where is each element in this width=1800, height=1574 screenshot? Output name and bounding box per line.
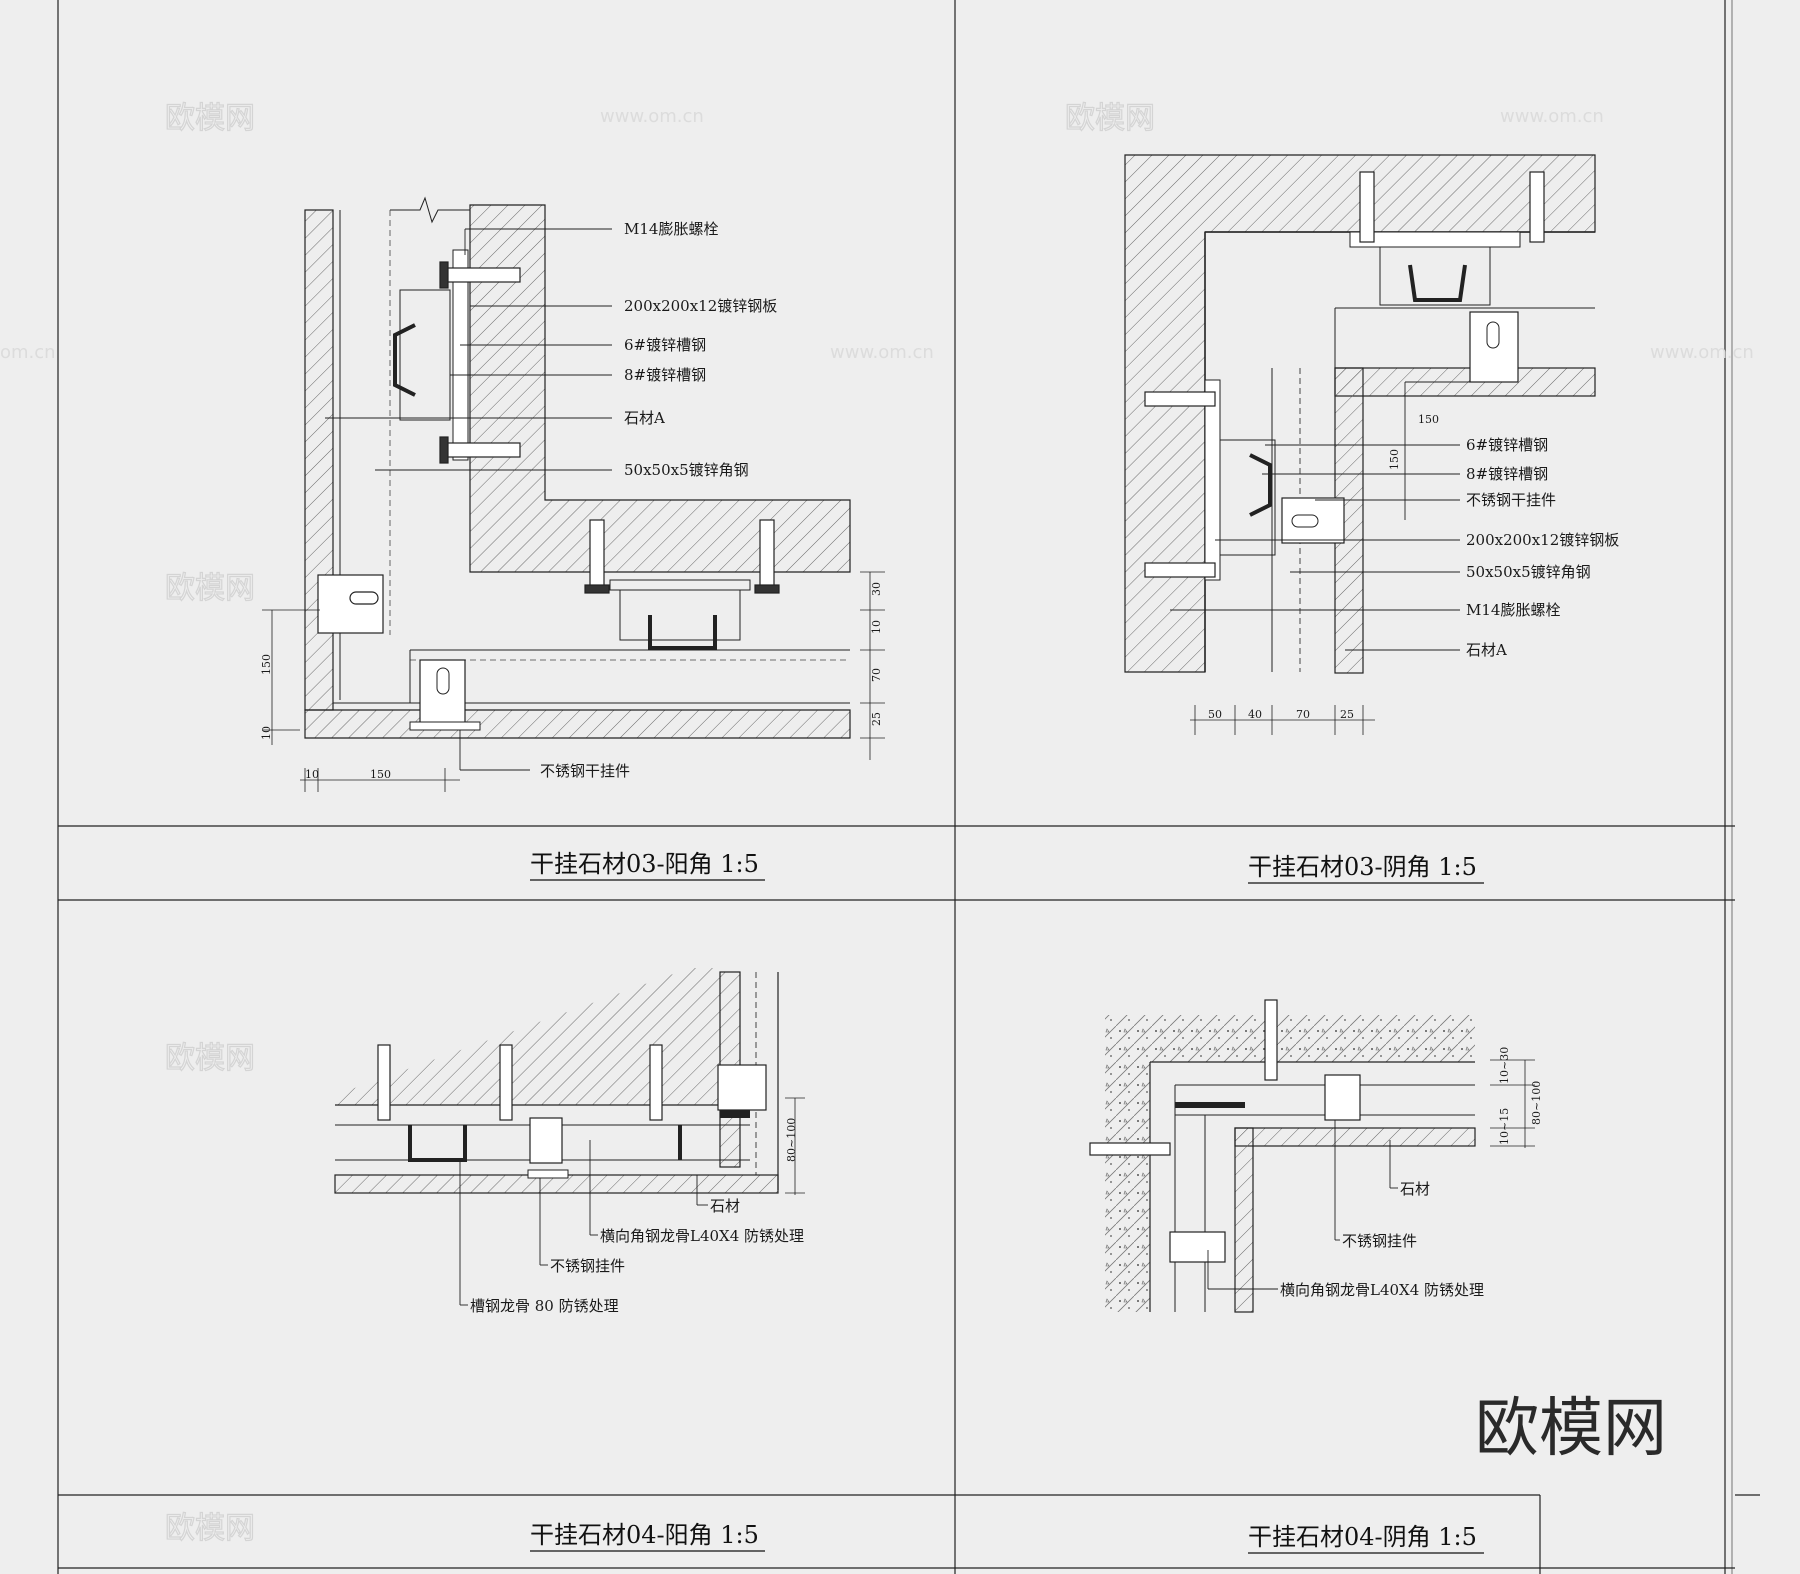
p4-dim-r2: 10~15 (1498, 1108, 1511, 1145)
p2-dim-b0: 50 (1208, 708, 1222, 721)
wm-url-4: www.om.cn (1650, 342, 1754, 363)
p3-label-2: 不锈钢挂件 (550, 1257, 625, 1275)
p2-dim-i1: 150 (1388, 449, 1401, 470)
p1-dim-r3: 25 (870, 712, 883, 726)
p1-dim-l1: 10 (260, 726, 273, 740)
p4-label-0: 石材 (1400, 1180, 1430, 1198)
p1-label-2: 6#镀锌槽钢 (624, 336, 706, 354)
p1-dim-r1: 10 (870, 620, 883, 634)
p2-label-1: 8#镀锌槽钢 (1466, 465, 1548, 483)
p2-label-3: 200x200x12镀锌钢板 (1466, 531, 1619, 549)
p4-dim-r0: 10~30 (1498, 1047, 1511, 1084)
p2-label-2: 不锈钢干挂件 (1466, 491, 1556, 509)
p1-label-5: 50x50x5镀锌角钢 (624, 461, 749, 479)
p3-title: 干挂石材04-阳角 1:5 (530, 1521, 759, 1549)
panel-4-detail: 石材 不锈钢挂件 横向角钢龙骨L40X4 防锈处理 10~30 80~100 1… (1089, 999, 1543, 1554)
p1-dim-r0: 30 (870, 582, 883, 596)
wm-logo-5: 欧模网 (165, 1511, 255, 1546)
panel-2-detail: 6#镀锌槽钢 8#镀锌槽钢 不锈钢干挂件 200x200x12镀锌钢板 50x5… (1124, 154, 1619, 884)
sheet-frame (57, 0, 1760, 1574)
wm-logo-3: 欧模网 (165, 571, 255, 606)
p1-dim-b0: 10 (305, 768, 319, 781)
wm-url-3: www.om.cn (830, 342, 934, 363)
p3-dim-r0: 80~100 (785, 1118, 798, 1162)
p3-label-0: 石材 (710, 1197, 740, 1215)
wm-url-2: www.om.cn (1500, 106, 1604, 127)
p3-label-3: 槽钢龙骨 80 防锈处理 (470, 1297, 619, 1315)
p2-dim-b2: 70 (1296, 708, 1310, 721)
watermarks: 欧模网 欧模网 欧模网 欧模网 欧模网 www.om.cn www.om.cn … (0, 100, 1754, 1546)
p1-label-4: 石材A (624, 409, 665, 427)
wm-logo-2: 欧模网 (1065, 101, 1155, 136)
p1-label-0: M14膨胀螺栓 (624, 220, 718, 238)
p1-label-3: 8#镀锌槽钢 (624, 366, 706, 384)
p1-label-1: 200x200x12镀锌钢板 (624, 297, 777, 315)
p3-label-1: 横向角钢龙骨L40X4 防锈处理 (600, 1227, 804, 1245)
p4-title: 干挂石材04-阴角 1:5 (1248, 1523, 1477, 1551)
p4-label-2: 横向角钢龙骨L40X4 防锈处理 (1280, 1281, 1484, 1299)
p2-dim-b1: 40 (1248, 708, 1262, 721)
p4-dim-r1: 80~100 (1530, 1081, 1543, 1125)
p1-title: 干挂石材03-阳角 1:5 (530, 850, 759, 878)
wm-logo-1: 欧模网 (165, 101, 255, 136)
panel-3-detail: 石材 横向角钢龙骨L40X4 防锈处理 不锈钢挂件 槽钢龙骨 80 防锈处理 8… (334, 968, 805, 1552)
p1-dim-r2: 70 (870, 668, 883, 682)
p2-dim-b3: 25 (1340, 708, 1354, 721)
panel-1-detail: M14膨胀螺栓 200x200x12镀锌钢板 6#镀锌槽钢 8#镀锌槽钢 石材A… (260, 196, 885, 881)
p1-dim-b1: 150 (370, 768, 391, 781)
p2-label-5: M14膨胀螺栓 (1466, 601, 1560, 619)
wm-logo-4: 欧模网 (165, 1041, 255, 1076)
wm-url-1: www.om.cn (600, 106, 704, 127)
p2-label-0: 6#镀锌槽钢 (1466, 436, 1548, 454)
p2-label-6: 石材A (1466, 641, 1507, 659)
p2-dim-i0: 150 (1418, 413, 1439, 426)
brand-logo: 欧模网 (1475, 1392, 1667, 1466)
p1-dim-l0: 150 (260, 654, 273, 675)
wm-side-url-1: om.cn (0, 342, 56, 363)
p4-label-1: 不锈钢挂件 (1342, 1232, 1417, 1250)
p2-title: 干挂石材03-阴角 1:5 (1248, 853, 1477, 881)
p2-label-4: 50x50x5镀锌角钢 (1466, 563, 1591, 581)
p1-label-6: 不锈钢干挂件 (540, 762, 630, 780)
